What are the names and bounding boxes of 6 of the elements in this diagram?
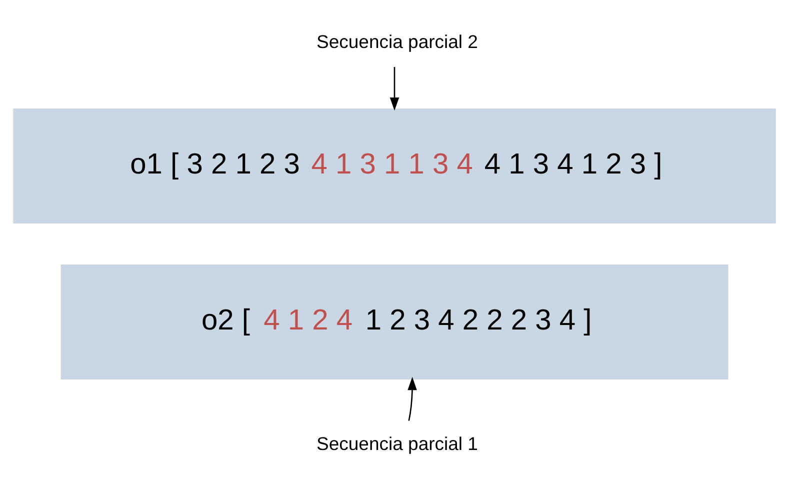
node-box: o2 [ 4 1 2 4 1 2 3 4 2 2 2 3 4 ] — [60, 264, 728, 379]
node-text: Secuencia parcial 2 — [316, 30, 478, 52]
arrow — [390, 66, 400, 110]
arrow — [408, 376, 417, 420]
node-box: o1 [ 3 2 1 2 3 4 1 3 1 1 3 4 4 1 3 4 1 2 3 ] — [13, 108, 776, 223]
node-text: Secuencia parcial 1 — [316, 432, 478, 454]
